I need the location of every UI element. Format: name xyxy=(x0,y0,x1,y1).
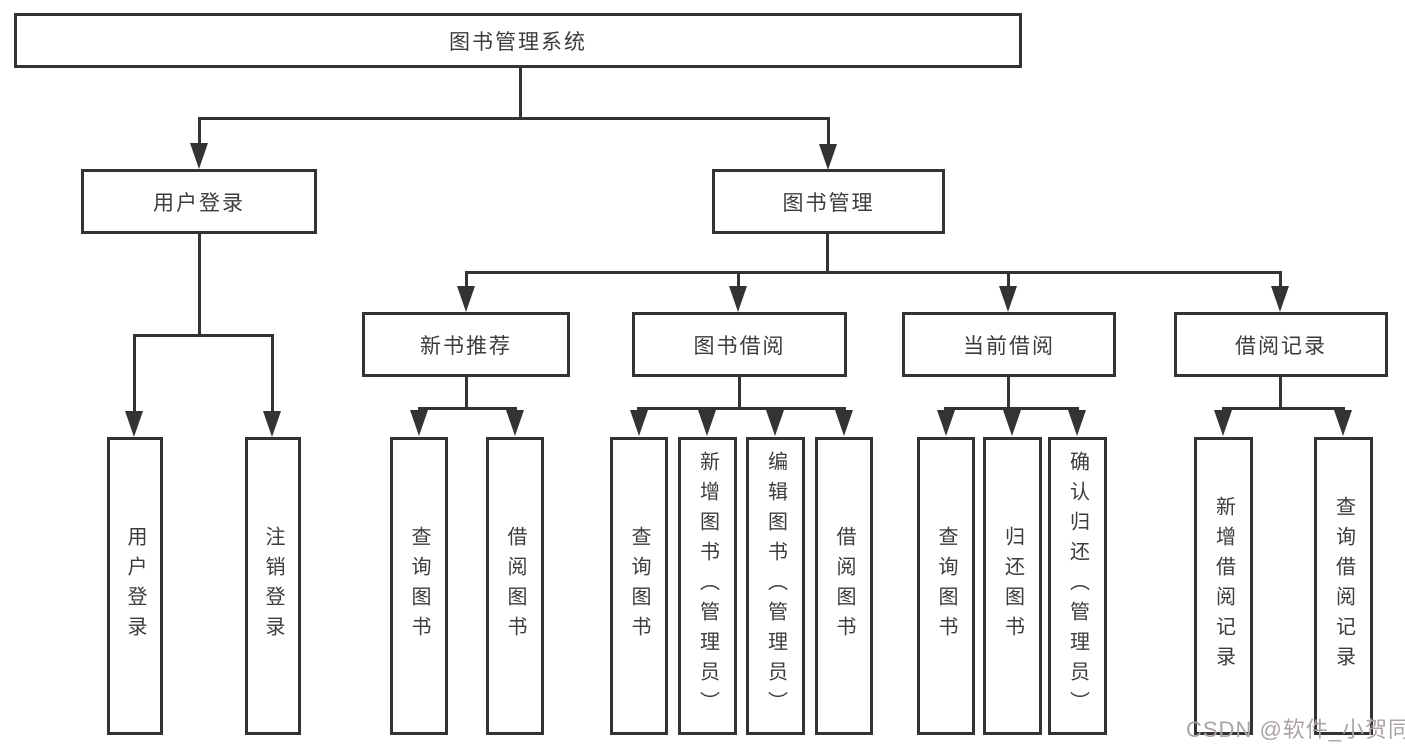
arrow-down-icon xyxy=(766,410,784,436)
leaf-records-add: 新增借阅记录 xyxy=(1194,437,1253,735)
leaf-current-return: 归还图书 xyxy=(983,437,1042,735)
connector-bookmgmt-stem xyxy=(826,234,829,272)
connector-records-branch xyxy=(1222,407,1345,410)
arrow-down-icon xyxy=(1334,410,1352,436)
node-current-borrow: 当前借阅 xyxy=(902,312,1116,377)
arrow-down-icon xyxy=(190,143,208,169)
leaf-borrow-add-admin: 新增图书（管理员） xyxy=(678,437,737,735)
leaf-user-login: 用户登录 xyxy=(107,437,163,735)
connector-newbooks-branch xyxy=(418,407,517,410)
node-borrow-records: 借阅记录 xyxy=(1174,312,1388,377)
connector-root-stem xyxy=(519,68,522,117)
arrow-down-icon xyxy=(937,410,955,436)
arrow-down-icon xyxy=(506,410,524,436)
leaf-logout: 注销登录 xyxy=(245,437,301,735)
node-user-login: 用户登录 xyxy=(81,169,317,234)
leaf-current-query: 查询图书 xyxy=(917,437,975,735)
connector-level2-branch xyxy=(465,271,1282,274)
leaf-records-query: 查询借阅记录 xyxy=(1314,437,1373,735)
connector-borrow-branch xyxy=(637,407,846,410)
leaf-borrow-borrow: 借阅图书 xyxy=(815,437,873,735)
arrow-down-icon xyxy=(819,144,837,170)
node-book-management: 图书管理 xyxy=(712,169,945,234)
connector-arrow-line xyxy=(1007,273,1010,287)
leaf-borrow-edit-admin: 编辑图书（管理员） xyxy=(746,437,805,735)
arrow-down-icon xyxy=(1003,410,1021,436)
connector-current-branch xyxy=(944,407,1079,410)
node-root: 图书管理系统 xyxy=(14,13,1022,68)
leaf-borrow-query: 查询图书 xyxy=(610,437,668,735)
connector-arrow-line xyxy=(1279,273,1282,287)
connector-arrow-line xyxy=(827,117,830,144)
connector-arrow-line xyxy=(271,336,274,412)
connector-userlogin-branch xyxy=(133,334,274,337)
arrow-down-icon xyxy=(410,410,428,436)
arrow-down-icon xyxy=(1068,410,1086,436)
csdn-watermark: CSDN @软件_小贺同学 xyxy=(1186,717,1405,742)
arrow-down-icon xyxy=(729,286,747,312)
connector-level1-branch xyxy=(198,117,830,120)
leaf-newbooks-query: 查询图书 xyxy=(390,437,448,735)
connector-arrow-line xyxy=(465,273,468,287)
arrow-down-icon xyxy=(457,286,475,312)
arrow-down-icon xyxy=(263,411,281,437)
leaf-newbooks-borrow: 借阅图书 xyxy=(486,437,544,735)
connector-current-stem xyxy=(1007,377,1010,408)
arrow-down-icon xyxy=(630,410,648,436)
arrow-down-icon xyxy=(125,411,143,437)
leaf-current-confirm-admin: 确认归还（管理员） xyxy=(1048,437,1107,735)
connector-records-stem xyxy=(1279,377,1282,408)
connector-userlogin-stem xyxy=(198,233,201,335)
arrow-down-icon xyxy=(835,410,853,436)
connector-arrow-line xyxy=(133,336,136,412)
connector-borrow-stem xyxy=(738,377,741,408)
arrow-down-icon xyxy=(698,410,716,436)
arrow-down-icon xyxy=(1214,410,1232,436)
node-new-book-recommend: 新书推荐 xyxy=(362,312,570,377)
arrow-down-icon xyxy=(1271,286,1289,312)
arrow-down-icon xyxy=(999,286,1017,312)
connector-newbooks-stem xyxy=(465,377,468,408)
connector-arrow-line xyxy=(198,117,201,144)
node-book-borrow: 图书借阅 xyxy=(632,312,847,377)
connector-arrow-line xyxy=(737,273,740,287)
